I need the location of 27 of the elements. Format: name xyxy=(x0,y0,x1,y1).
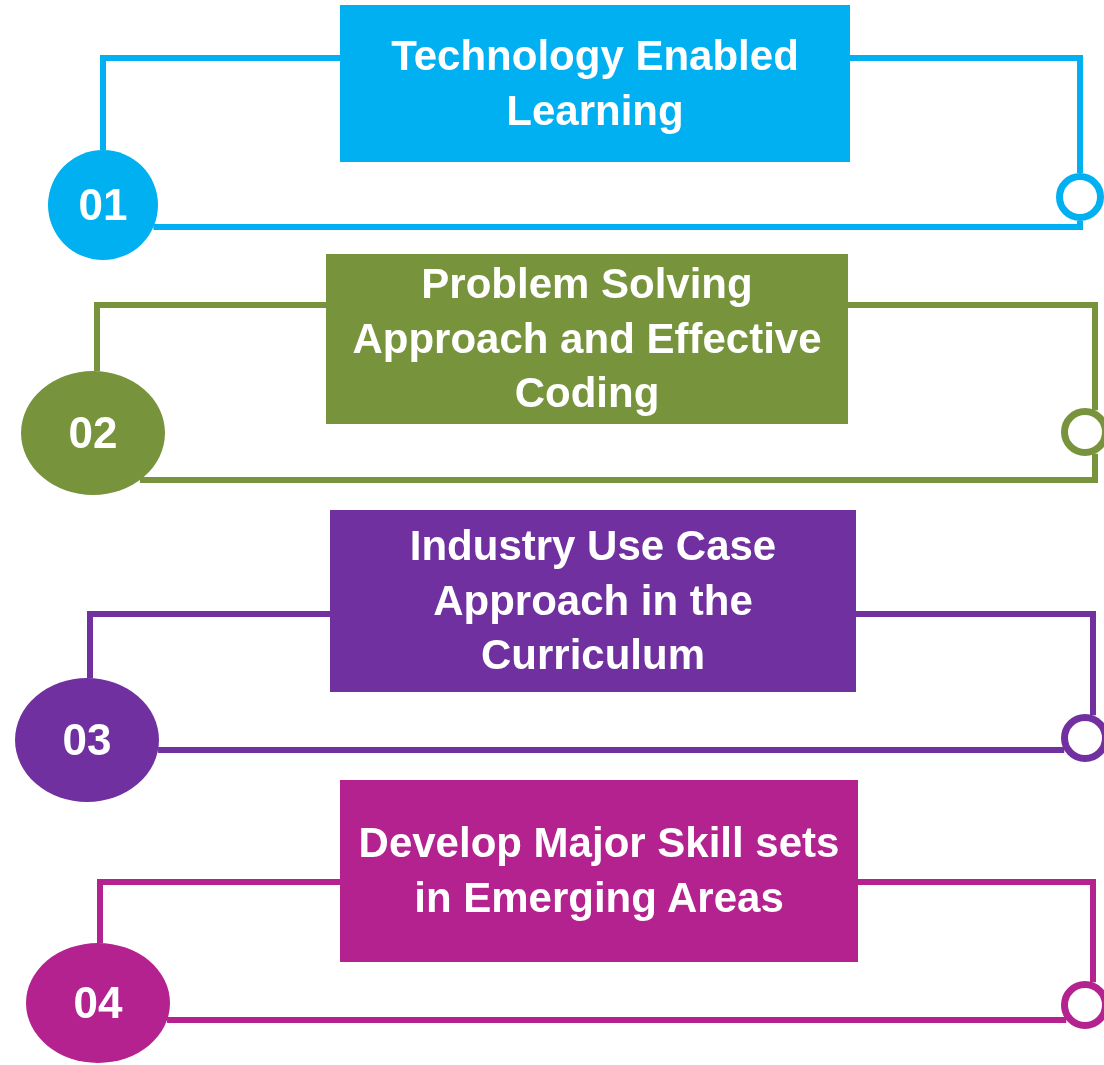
connector-line xyxy=(850,55,1083,173)
connector-line xyxy=(97,879,340,943)
ring-marker xyxy=(1061,714,1104,762)
heading-text: Problem Solving Approach and Effective Coding xyxy=(351,259,823,419)
ring-marker xyxy=(1056,173,1104,221)
heading-box xyxy=(340,780,858,962)
heading-text: Technology Enabled Learning xyxy=(390,30,800,136)
connector-line xyxy=(87,611,330,679)
heading-box xyxy=(330,510,856,692)
connector-line xyxy=(858,879,1096,983)
connector-line xyxy=(856,611,1096,716)
connector-line xyxy=(100,55,340,150)
heading-text: Industry Use Case Approach in the Curriculum xyxy=(408,521,778,681)
step-number: 01 xyxy=(78,180,128,230)
connector-line xyxy=(94,302,326,372)
connector-line xyxy=(153,219,1083,230)
heading-text: Develop Major Skill sets in Emerging Areas xyxy=(357,818,841,923)
step-number: 02 xyxy=(68,408,118,458)
step-number: 04 xyxy=(73,978,123,1028)
connector-line xyxy=(848,302,1098,411)
ring-marker xyxy=(1061,408,1104,456)
connector-line xyxy=(139,453,1098,483)
connector-line xyxy=(167,1017,1067,1023)
heading-box xyxy=(340,5,850,162)
step-number: 03 xyxy=(62,715,112,765)
ring-marker xyxy=(1061,981,1104,1029)
connector-line xyxy=(158,747,1065,753)
